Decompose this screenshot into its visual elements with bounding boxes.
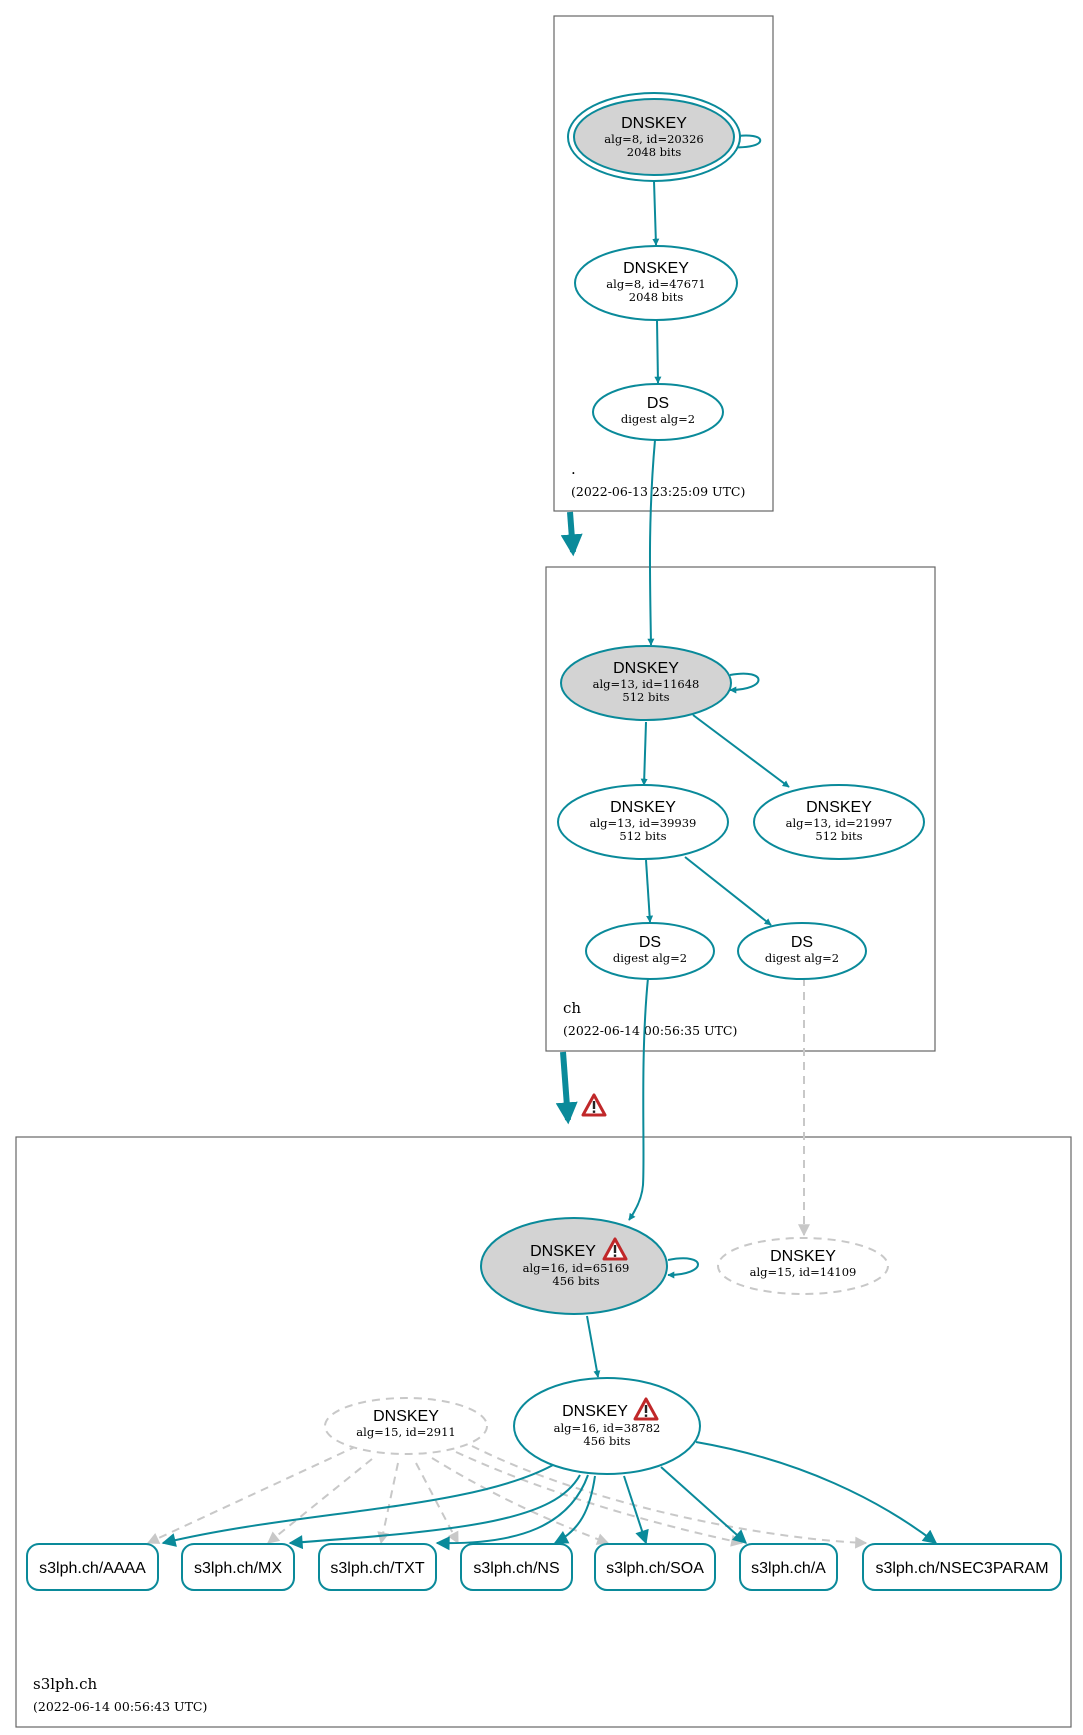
node-ch-ds-b-title: DS [791, 934, 813, 951]
node-root-zsk-alg: alg=8, id=47671 [606, 277, 705, 291]
node-ch-ksk[interactable]: DNSKEY alg=13, id=11648 512 bits [560, 645, 732, 721]
node-ch-key-21997[interactable]: DNSKEY alg=13, id=21997 512 bits [753, 784, 925, 860]
rrset-ns-label: s3lph.ch/NS [473, 1560, 559, 1577]
zone-s3lph-timestamp: (2022-06-14 00:56:43 UTC) [33, 1699, 207, 1714]
rrset-nsec3param-label: s3lph.ch/NSEC3PARAM [875, 1560, 1048, 1577]
node-s3-ksk-alg: alg=16, id=65169 [523, 1261, 630, 1275]
edge-root-ksk-self [730, 134, 762, 151]
edge-ch-ksk-21997 [692, 714, 790, 788]
zone-s3lph: s3lph.ch (2022-06-14 00:56:43 UTC) [15, 1136, 1072, 1728]
rrset-aaaa-label: s3lph.ch/AAAA [39, 1560, 146, 1577]
node-ch-key-21997-bits: 512 bits [815, 829, 862, 843]
zone-root-timestamp: (2022-06-13 23:25:09 UTC) [571, 484, 745, 499]
node-ch-ds-b-digest: digest alg=2 [765, 951, 839, 965]
node-root-zsk-bits: 2048 bits [629, 290, 684, 304]
rrset-a[interactable]: s3lph.ch/A [739, 1543, 838, 1591]
node-root-ds-title: DS [647, 395, 669, 412]
warning-icon [602, 1237, 628, 1261]
node-s3-key-14109[interactable]: DNSKEY alg=15, id=14109 [717, 1237, 889, 1295]
node-ch-ds-a[interactable]: DS digest alg=2 [585, 922, 715, 980]
warning-icon [633, 1397, 659, 1421]
edge-root-ksk-zsk [652, 180, 660, 246]
node-root-ksk-alg: alg=8, id=20326 [604, 132, 703, 146]
zone-s3lph-box [15, 1136, 1072, 1728]
rrset-soa[interactable]: s3lph.ch/SOA [594, 1543, 716, 1591]
rrset-nsec3param[interactable]: s3lph.ch/NSEC3PARAM [862, 1543, 1062, 1591]
zone-root: . (2022-06-13 23:25:09 UTC) [553, 15, 774, 512]
node-ch-ksk-alg: alg=13, id=11648 [593, 677, 700, 691]
edge-ch-ds-s3-ksk [628, 977, 649, 1221]
zone-ch-name: ch [563, 999, 581, 1017]
rrset-soa-label: s3lph.ch/SOA [606, 1560, 704, 1577]
node-ch-key-39939-bits: 512 bits [619, 829, 666, 843]
rrset-txt[interactable]: s3lph.ch/TXT [318, 1543, 437, 1591]
node-ch-ksk-bits: 512 bits [622, 690, 669, 704]
node-ch-ds-a-title: DS [639, 934, 661, 951]
node-ch-key-21997-title: DNSKEY [806, 799, 872, 816]
node-s3-ksk-bits: 456 bits [552, 1274, 599, 1288]
edge-root-zsk-ds [654, 319, 662, 384]
rrset-ns[interactable]: s3lph.ch/NS [460, 1543, 573, 1591]
node-s3-zsk-title: DNSKEY [562, 1403, 628, 1420]
edge-s3-ksk-self [667, 1257, 699, 1279]
node-ch-key-21997-alg: alg=13, id=21997 [786, 816, 893, 830]
node-ch-key-39939-alg: alg=13, id=39939 [590, 816, 697, 830]
rrset-a-label: s3lph.ch/A [751, 1560, 826, 1577]
node-ch-ds-a-digest: digest alg=2 [613, 951, 687, 965]
node-s3-key-2911[interactable]: DNSKEY alg=15, id=2911 [324, 1397, 488, 1455]
zone-s3lph-name: s3lph.ch [33, 1675, 97, 1693]
node-s3-zsk-bits: 456 bits [583, 1434, 630, 1448]
node-s3-key-14109-title: DNSKEY [770, 1248, 836, 1265]
delegation-arrow-root-ch [560, 511, 583, 557]
node-s3-key-14109-alg: alg=15, id=14109 [750, 1265, 857, 1279]
warning-icon [581, 1093, 607, 1117]
node-root-ksk-title: DNSKEY [621, 115, 687, 132]
edges-insecure-2911 [146, 1445, 868, 1549]
node-root-ds-digest: digest alg=2 [621, 412, 695, 426]
node-s3-key-2911-title: DNSKEY [373, 1408, 439, 1425]
node-ch-key-39939-title: DNSKEY [610, 799, 676, 816]
node-ch-key-39939[interactable]: DNSKEY alg=13, id=39939 512 bits [557, 784, 729, 860]
rrset-mx-label: s3lph.ch/MX [194, 1560, 282, 1577]
edges-secure-38782 [161, 1441, 938, 1551]
zone-root-name: . [571, 460, 576, 478]
rrset-mx[interactable]: s3lph.ch/MX [181, 1543, 295, 1591]
node-s3-ksk[interactable]: DNSKEY alg=16, id=65169 456 bits [480, 1217, 668, 1315]
node-root-zsk[interactable]: DNSKEY alg=8, id=47671 2048 bits [574, 245, 738, 321]
edge-ch-ksk-self [729, 672, 760, 694]
rrset-txt-label: s3lph.ch/TXT [330, 1560, 424, 1577]
delegation-arrow-ch-s3lph [555, 1051, 578, 1125]
node-s3-zsk[interactable]: DNSKEY alg=16, id=38782 456 bits [513, 1377, 701, 1475]
node-root-zsk-title: DNSKEY [623, 260, 689, 277]
edge-ch-39939-ds-a [645, 859, 654, 923]
rrset-aaaa[interactable]: s3lph.ch/AAAA [26, 1543, 159, 1591]
node-s3-key-2911-alg: alg=15, id=2911 [356, 1425, 455, 1439]
node-root-ds[interactable]: DS digest alg=2 [592, 383, 724, 441]
zone-root-box [553, 15, 774, 512]
node-ch-ds-b[interactable]: DS digest alg=2 [737, 922, 867, 980]
node-s3-zsk-alg: alg=16, id=38782 [554, 1421, 661, 1435]
edge-root-ds-ch-ksk [647, 439, 656, 646]
edge-ch-ksk-39939 [640, 721, 648, 786]
zone-ch-timestamp: (2022-06-14 00:56:35 UTC) [563, 1023, 737, 1038]
node-s3-ksk-title: DNSKEY [530, 1243, 596, 1260]
edge-ch-39939-ds-b [684, 856, 772, 926]
zone-ch: ch (2022-06-14 00:56:35 UTC) [545, 566, 936, 1052]
zone-ch-box [545, 566, 936, 1052]
node-ch-ksk-title: DNSKEY [613, 660, 679, 677]
edge-s3-ksk-zsk [586, 1315, 601, 1378]
node-root-ksk[interactable]: DNSKEY alg=8, id=20326 2048 bits [567, 92, 741, 182]
node-root-ksk-bits: 2048 bits [627, 145, 682, 159]
